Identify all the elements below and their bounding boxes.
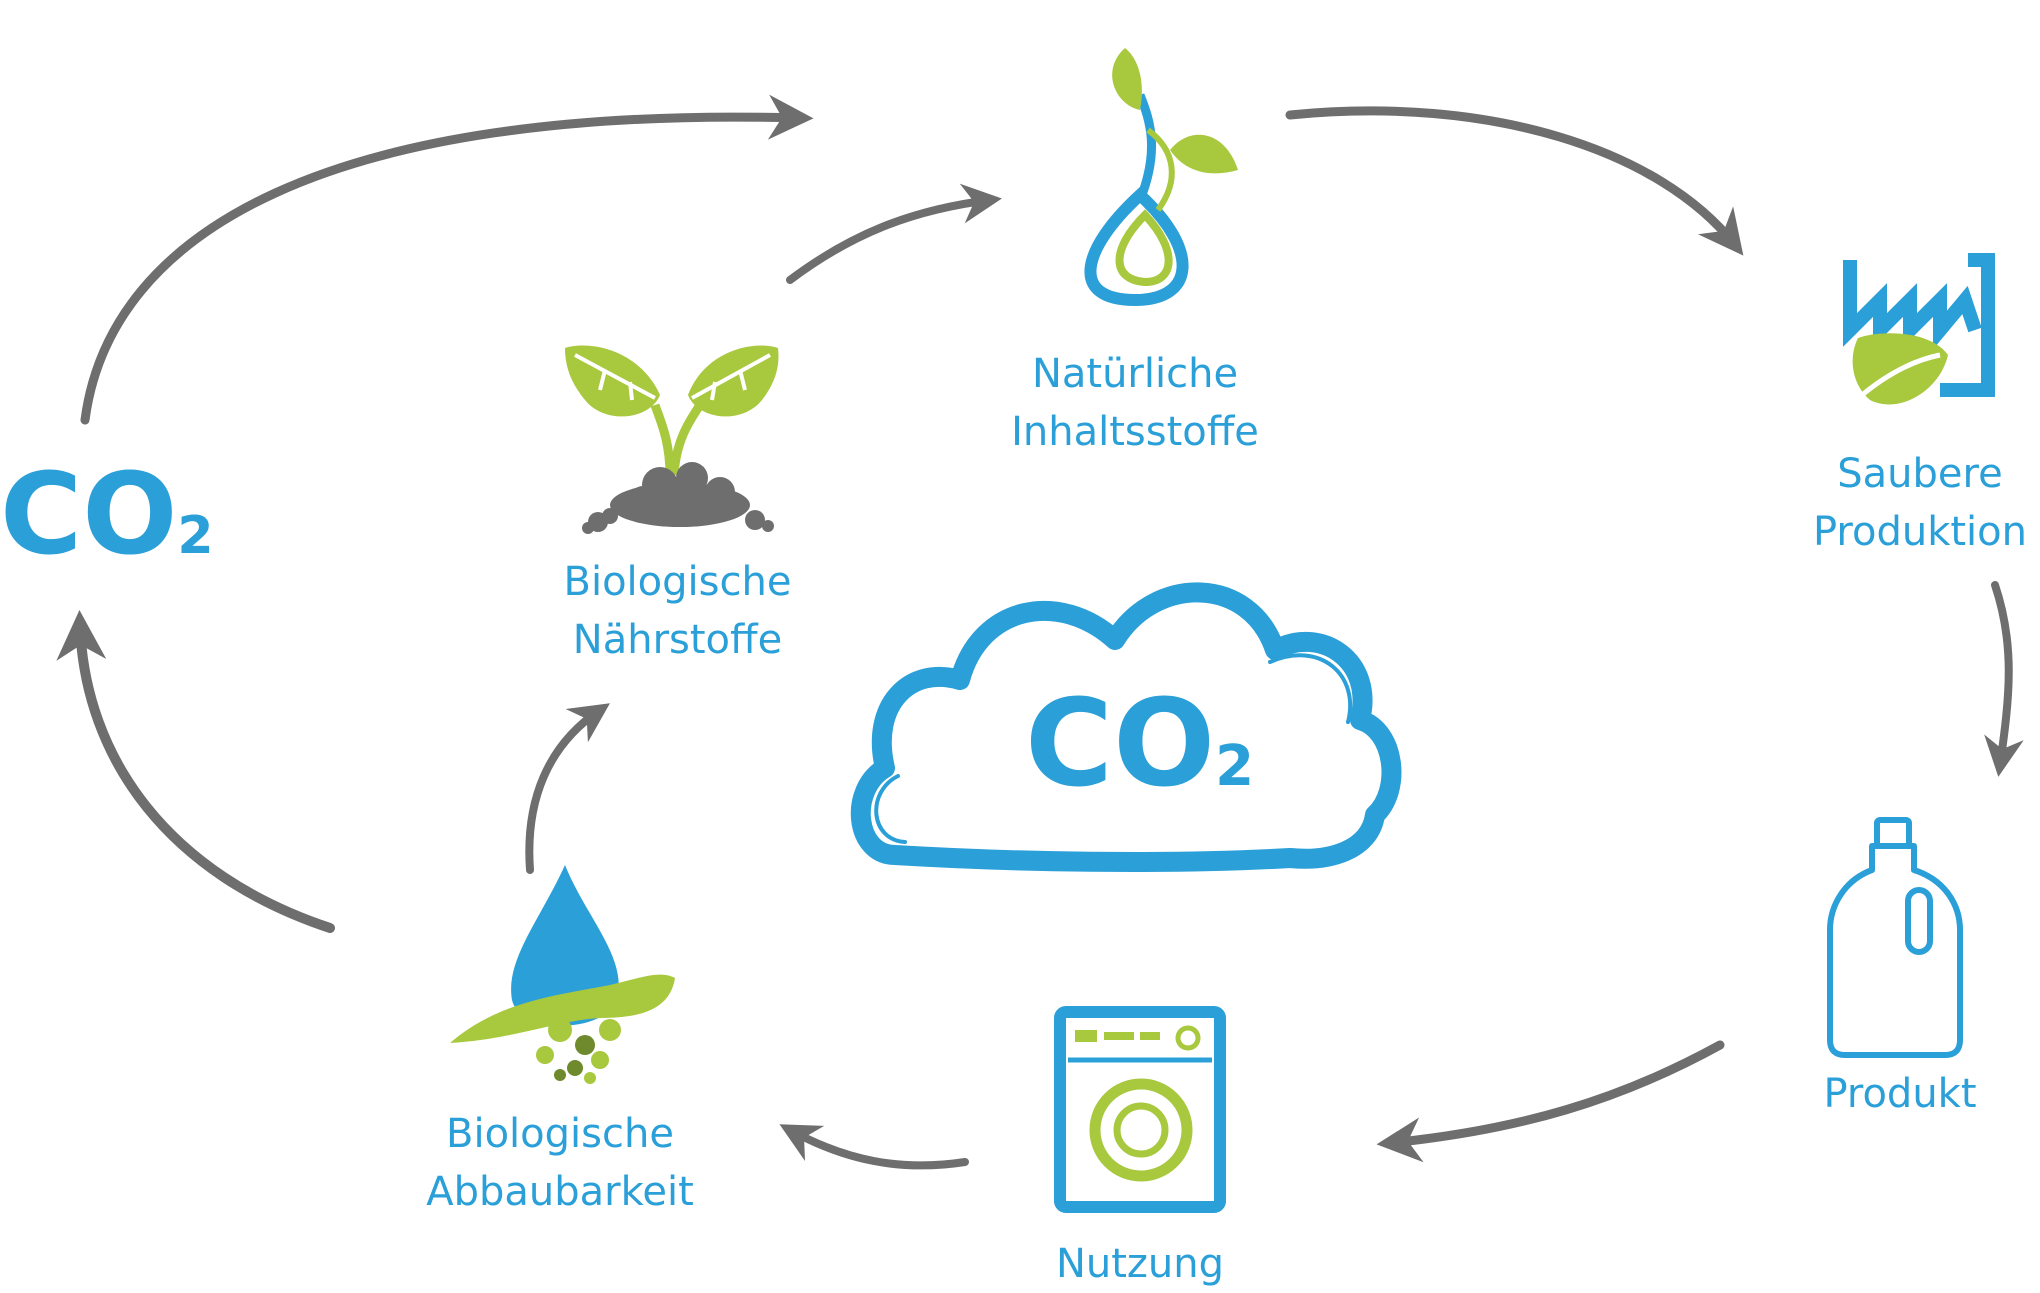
sprout-soil-icon <box>565 345 779 534</box>
cloud-icon <box>850 582 1402 872</box>
arrow-nahrstoffe-to-naturliche <box>786 183 1002 284</box>
seedling-drop-icon <box>1084 48 1238 307</box>
arrow-nutzung-to-abbau <box>779 1124 969 1170</box>
stage-label-line: Biologische <box>563 559 792 605</box>
arrow-abbau-to-nahrstoffe <box>525 703 610 874</box>
co2-center-label: CO2 <box>1025 680 1254 832</box>
stage-label-nutzung: Nutzung <box>1020 1235 1260 1293</box>
stage-label-line: Inhaltsstoffe <box>1011 409 1259 455</box>
arrow-co2-to-naturliche <box>80 94 814 425</box>
co2-center-subscript: 2 <box>1215 734 1255 799</box>
arrow-naturliche-to-produktion <box>1285 106 1744 256</box>
stage-label-line: Produkt <box>1823 1071 1977 1117</box>
stage-label-line: Nährstoffe <box>572 617 783 663</box>
bottle-icon <box>1827 817 1963 1058</box>
arrow-produkt-to-nutzung <box>1376 1040 1725 1163</box>
drop-soil-icon <box>450 865 675 1084</box>
stage-label-abbau: Biologische Abbaubarkeit <box>400 1105 720 1221</box>
arrow-abbau-to-co2 <box>56 610 335 933</box>
stage-label-line: Produktion <box>1813 509 2027 555</box>
stage-label-line: Biologische <box>446 1111 674 1157</box>
washing-machine-icon <box>1054 1006 1226 1213</box>
stage-label-produkt: Produkt <box>1790 1065 2010 1123</box>
stage-label-produktion: Saubere Produktion <box>1800 445 2040 561</box>
stage-label-nahrstoffe: Biologische Nährstoffe <box>530 553 825 669</box>
stage-label-line: Nutzung <box>1055 1241 1225 1287</box>
stage-label-line: Saubere <box>1837 451 2003 497</box>
cycle-arrows <box>56 94 2024 1170</box>
co2-left-main: CO <box>0 450 178 580</box>
arrow-produktion-to-produkt <box>1984 581 2024 777</box>
co2-left-subscript: 2 <box>177 506 214 566</box>
co2-left-label: CO2 <box>0 455 214 596</box>
stage-label-naturliche: Natürliche Inhaltsstoffe <box>980 345 1290 461</box>
stage-label-line: Abbaubarkeit <box>426 1169 694 1215</box>
factory-leaf-icon <box>1843 253 1995 405</box>
stage-label-line: Natürliche <box>1031 351 1239 397</box>
co2-center-main: CO <box>1025 675 1216 814</box>
